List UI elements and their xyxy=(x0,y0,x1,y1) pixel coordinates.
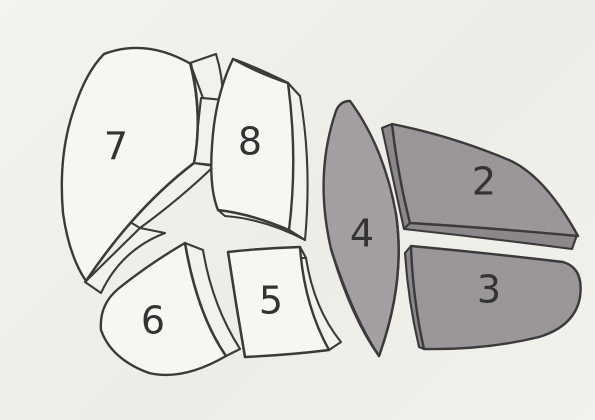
segment-8: 8 xyxy=(211,59,307,240)
segment-2: 2 xyxy=(382,124,578,249)
segment-5: 5 xyxy=(228,247,341,357)
segment-3-label: 3 xyxy=(477,268,501,312)
segment-4-label: 4 xyxy=(350,212,374,256)
segment-6-label: 6 xyxy=(141,299,165,343)
segment-3: 3 xyxy=(405,246,581,349)
segment-8-label: 8 xyxy=(238,120,262,164)
segment-2-label: 2 xyxy=(472,160,496,204)
segment-7-label: 7 xyxy=(104,125,128,169)
segment-5-label: 5 xyxy=(259,279,283,323)
